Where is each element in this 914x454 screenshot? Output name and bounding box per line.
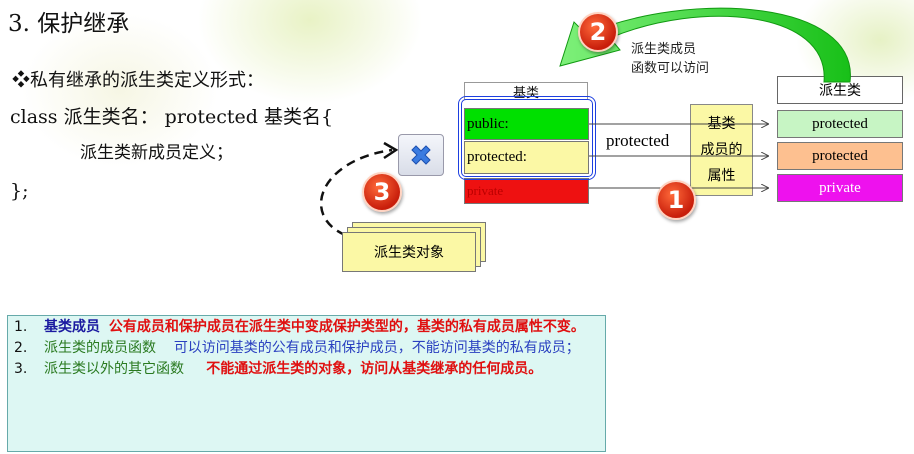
- subtitle: ❖私有继承的派生类定义形式：: [12, 70, 264, 91]
- page-title: 3. 保护继承: [8, 11, 130, 37]
- base-row-public: public:: [464, 108, 589, 140]
- code-base: 基类名{: [263, 106, 334, 128]
- badge-2: 2: [578, 12, 618, 52]
- derived-row-3: private: [777, 174, 903, 202]
- dashed-arrow: [319, 148, 393, 237]
- code-line-2: 派生类新成员定义；: [80, 143, 233, 163]
- derived-row-1: protected: [777, 110, 903, 138]
- derived-object-card: 派生类对象: [342, 232, 476, 272]
- base-row-protected: protected:: [464, 141, 589, 174]
- inherit-mode-label: protected: [606, 131, 670, 150]
- list-item: 2. 派生类的成员函数 可以访问基类的公有成员和保护成员，不能访问基类的私有成员…: [14, 340, 580, 356]
- access-note: 派生类成员 函数可以访问: [631, 42, 710, 76]
- list-item: 1. 基类成员 公有成员和保护成员在派生类中变成保护类型的，基类的私有成员属性不…: [14, 319, 585, 335]
- code-access: protected: [164, 106, 258, 128]
- derived-row-2: protected: [777, 142, 903, 170]
- attribute-box: 基类 成员的 属性: [690, 104, 753, 196]
- code-class-name: 派生类名：: [63, 106, 159, 128]
- blocked-access-icon: [398, 134, 444, 176]
- code-line-1: class 派生类名： protected 基类名{: [10, 102, 333, 129]
- code-keyword: class: [10, 106, 58, 128]
- code-line-3: };: [10, 180, 29, 202]
- highlight-outline: [458, 96, 596, 180]
- summary-list: 1. 基类成员 公有成员和保护成员在派生类中变成保护类型的，基类的私有成员属性不…: [7, 315, 606, 452]
- list-item: 3. 派生类以外的其它函数 不能通过派生类的对象，访问从基类继承的任何成员。: [14, 361, 543, 377]
- badge-1: 1: [656, 180, 696, 220]
- base-row-private: private: [464, 178, 589, 204]
- badge-3: 3: [362, 172, 402, 212]
